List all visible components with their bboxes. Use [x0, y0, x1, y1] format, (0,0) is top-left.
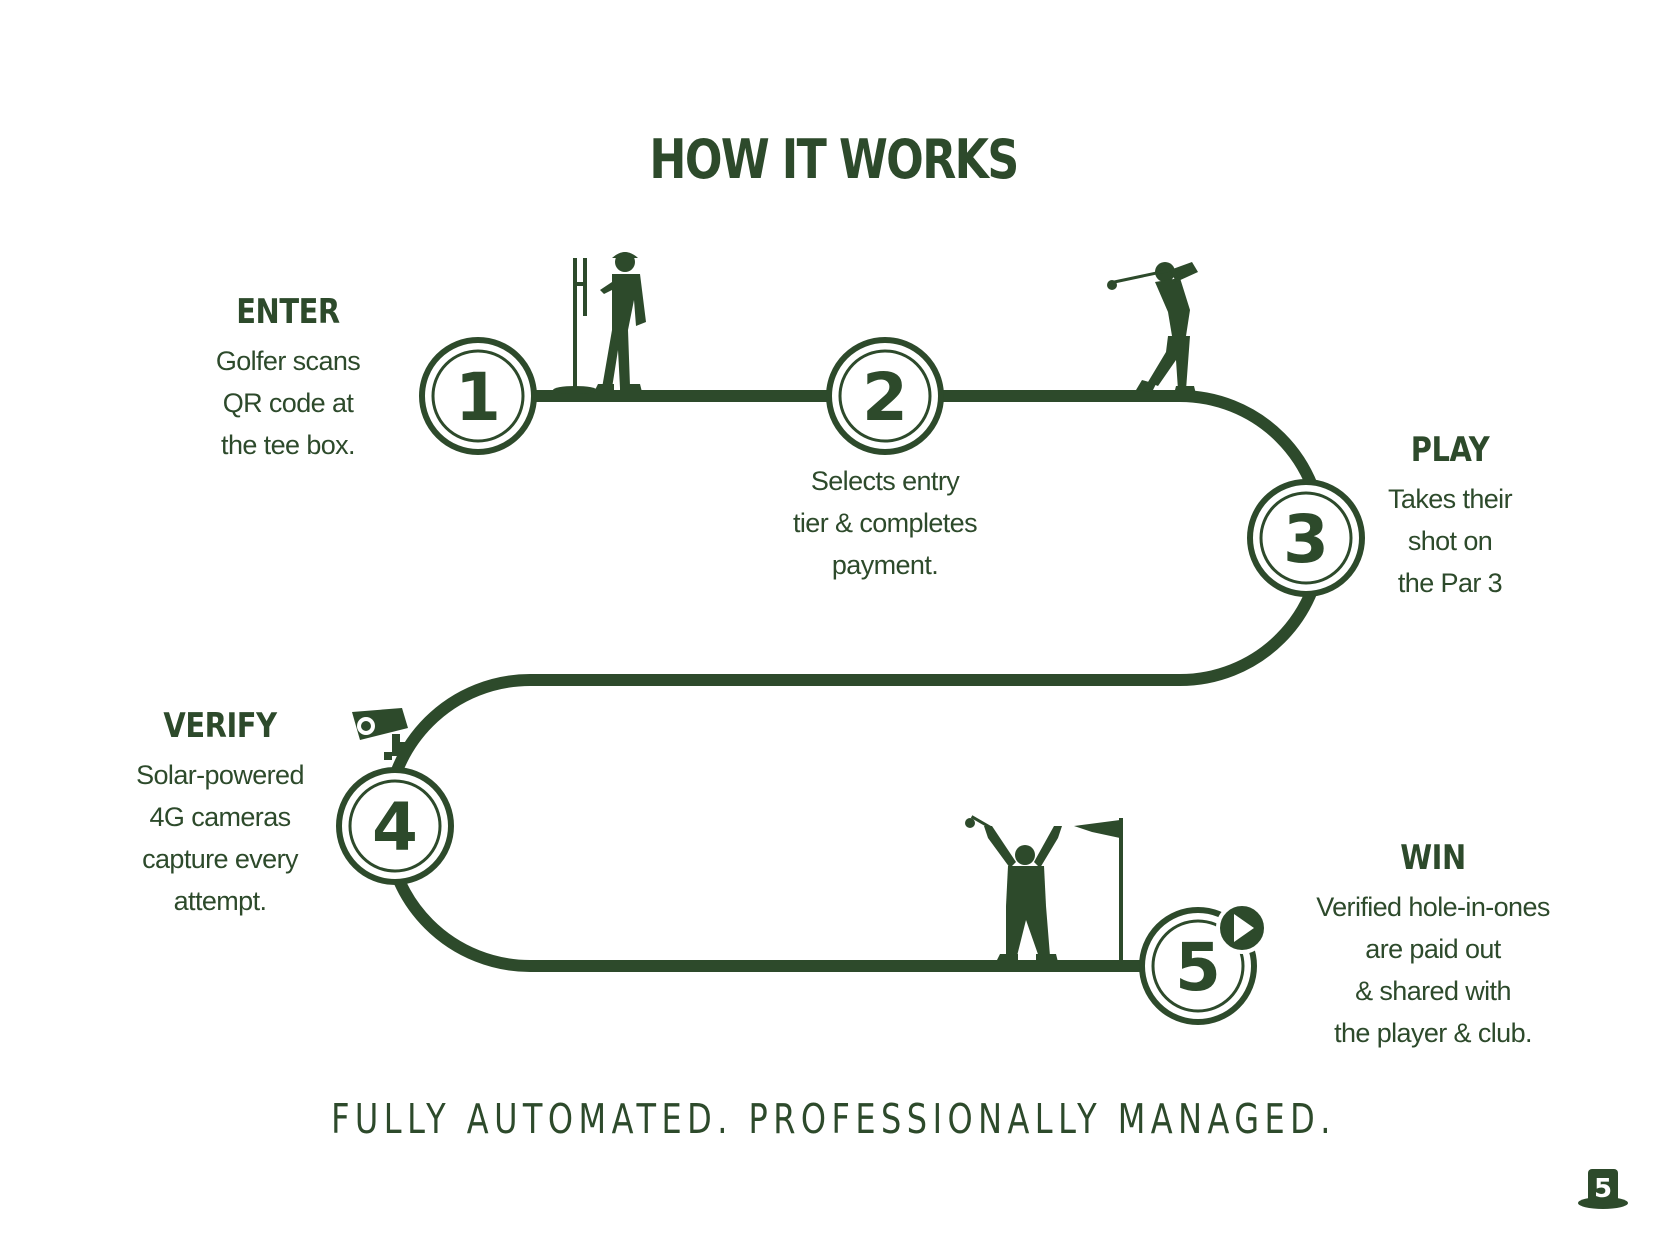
flag-icon: [1074, 818, 1123, 960]
step-1-text: ENTER Golfer scans QR code at the tee bo…: [178, 292, 398, 466]
page-title: HOW IT WORKS: [649, 128, 1019, 191]
step-number-2: 2: [862, 359, 908, 436]
step-3-title: PLAY: [1410, 430, 1490, 470]
flagstick-icon: [553, 258, 597, 394]
step-4-desc: Solar-powered 4G cameras capture every a…: [136, 760, 304, 916]
step-circle-4: 4: [336, 767, 454, 885]
step-5-desc: Verified hole-in-ones are paid out & sha…: [1316, 892, 1550, 1048]
step-circle-1: 1: [419, 337, 537, 455]
step-5-text: WIN Verified hole-in-ones are paid out &…: [1268, 838, 1598, 1054]
step-number-1: 1: [455, 359, 501, 436]
step-2-text: Selects entry tier & completes payment.: [745, 460, 1025, 586]
step-number-4: 4: [372, 789, 418, 866]
play-icon[interactable]: [1216, 902, 1268, 954]
golfer-swing-icon: [1107, 262, 1198, 394]
step-number-5: 5: [1175, 929, 1221, 1006]
logo-text: 5: [1594, 1174, 1612, 1204]
step-3-text: PLAY Takes their shot on the Par 3: [1340, 430, 1560, 604]
golfer-celebrate-icon: [965, 815, 1062, 962]
step-2-desc: Selects entry tier & completes payment.: [793, 466, 978, 580]
step-1-desc: Golfer scans QR code at the tee box.: [215, 346, 361, 460]
step-4-text: VERIFY Solar-powered 4G cameras capture …: [100, 706, 340, 922]
step-circle-3: 3: [1247, 479, 1365, 597]
security-camera-icon: [352, 708, 414, 760]
step-number-3: 3: [1283, 501, 1329, 578]
logo-icon: 5: [1578, 1169, 1628, 1209]
step-1-title: ENTER: [236, 292, 340, 332]
golfer-phone-icon: [594, 252, 646, 392]
step-4-title: VERIFY: [163, 706, 277, 746]
tagline: FULLY AUTOMATED. PROFESSIONALLY MANAGED.: [331, 1095, 1336, 1143]
step-5-title: WIN: [1400, 838, 1466, 878]
step-circle-2: 2: [826, 337, 944, 455]
step-3-desc: Takes their shot on the Par 3: [1388, 484, 1513, 598]
process-path: [381, 390, 1328, 972]
